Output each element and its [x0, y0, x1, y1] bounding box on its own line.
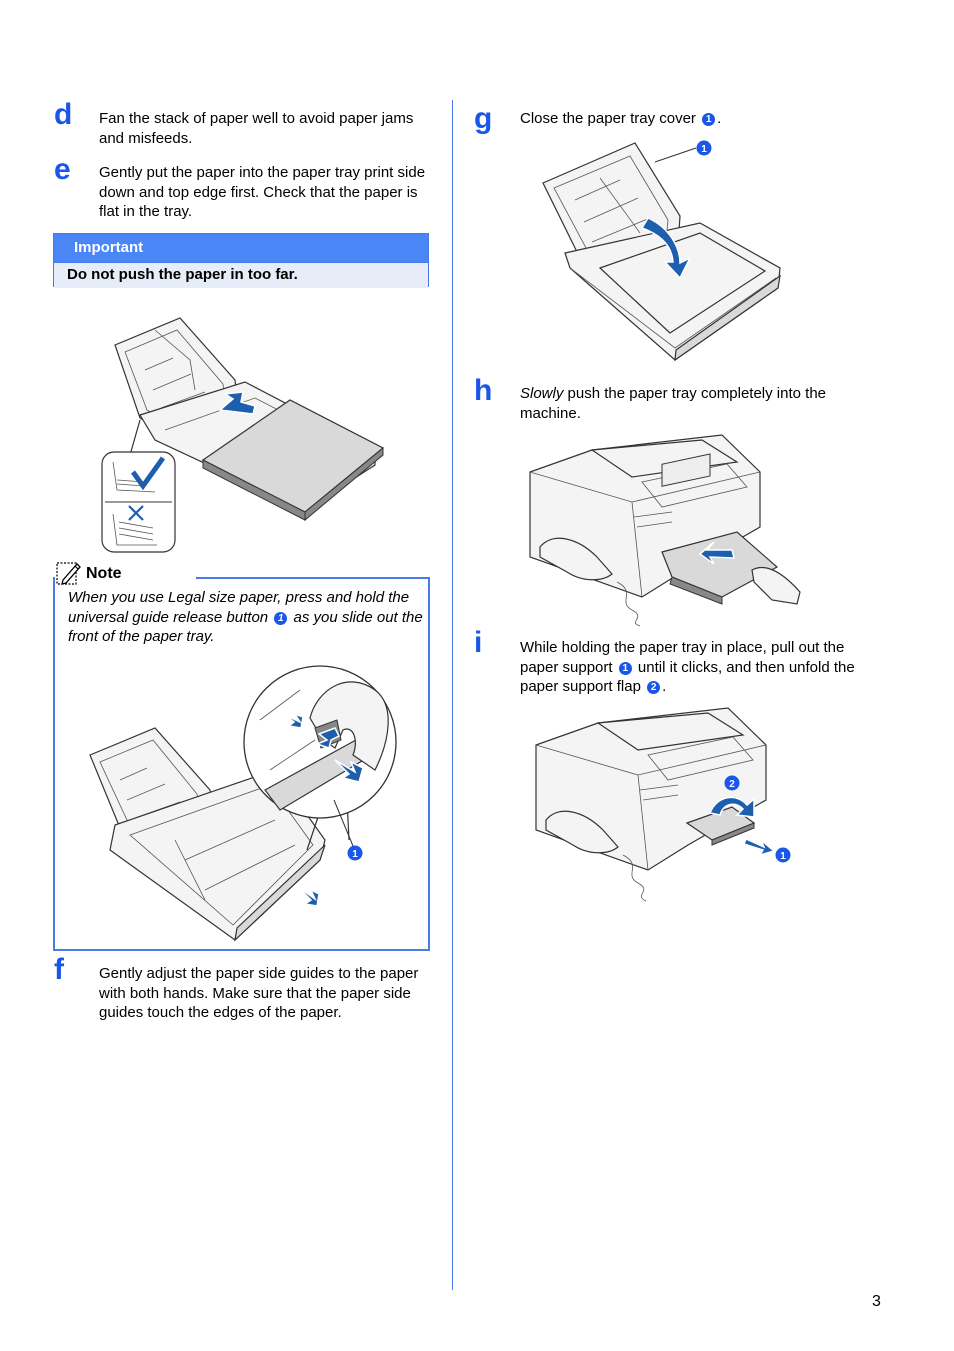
step-letter-g: g — [474, 102, 493, 135]
paper-tray-insert-illustration — [101, 317, 385, 553]
note-text: When you use Legal size paper, press and… — [68, 588, 423, 647]
step-i-text-end: . — [662, 678, 667, 695]
step-i-callout-1: 1 — [618, 661, 632, 675]
step-i-text-part-1: While holding the paper tray in place, p… — [520, 639, 845, 676]
step-h-emphasis: Slowly — [520, 385, 564, 402]
note-text-part-1: When you use Legal size paper, press and… — [68, 589, 410, 626]
step-e-text: Gently put the paper into the paper tray… — [99, 164, 426, 220]
note-box — [53, 577, 430, 951]
column-divider — [452, 100, 453, 1290]
step-i-text: While holding the paper tray in place, p… — [520, 638, 860, 697]
important-heading: Important — [54, 234, 428, 262]
note-label: Note — [86, 565, 122, 582]
step-g-callout-1: 1 — [702, 113, 716, 126]
g-figure-callout: 1 — [701, 144, 707, 155]
note-pencil-icon — [56, 562, 81, 585]
important-box: Important Do not push the paper in too f… — [53, 233, 429, 288]
legal-tray-illustration: 1 — [89, 665, 397, 942]
page-number: 3 — [872, 1293, 881, 1310]
step-letter-h: h — [474, 374, 493, 407]
step-letter-f: f — [54, 953, 64, 986]
step-letter-d: d — [54, 98, 73, 131]
step-letter-e: e — [54, 153, 71, 186]
note-callout-1: 1 — [274, 611, 288, 625]
close-tray-cover-illustration: 1 — [542, 140, 781, 362]
step-g-text-part: Close the paper tray cover — [520, 110, 696, 127]
step-f-text: Gently adjust the paper side guides to t… — [99, 965, 419, 1021]
pull-paper-support-illustration: 2 1 — [535, 707, 791, 902]
step-i-text-part-2: until it clicks, and then unfold the pap… — [520, 658, 855, 696]
step-g-text: Close the paper tray cover 1. — [520, 109, 860, 129]
step-d-text: Fan the stack of paper well to avoid pap… — [99, 110, 414, 147]
important-body: Do not push the paper in too far. — [54, 262, 428, 288]
step-h-text-part: push the paper tray completely into the … — [520, 385, 827, 422]
step-i-callout-2: 2 — [647, 681, 661, 694]
note-top-rule — [196, 577, 430, 579]
step-letter-i: i — [474, 626, 483, 659]
i-figure-callout-2: 2 — [729, 779, 735, 790]
i-figure-callout-1: 1 — [780, 851, 786, 862]
note-figure-callout: 1 — [352, 849, 358, 860]
note-text-part-2: as you slide out the front of the paper … — [68, 608, 423, 646]
step-g-text-end: . — [717, 110, 722, 127]
step-h-text: Slowly push the paper tray completely in… — [520, 384, 860, 423]
push-tray-into-machine-illustration — [529, 434, 801, 627]
